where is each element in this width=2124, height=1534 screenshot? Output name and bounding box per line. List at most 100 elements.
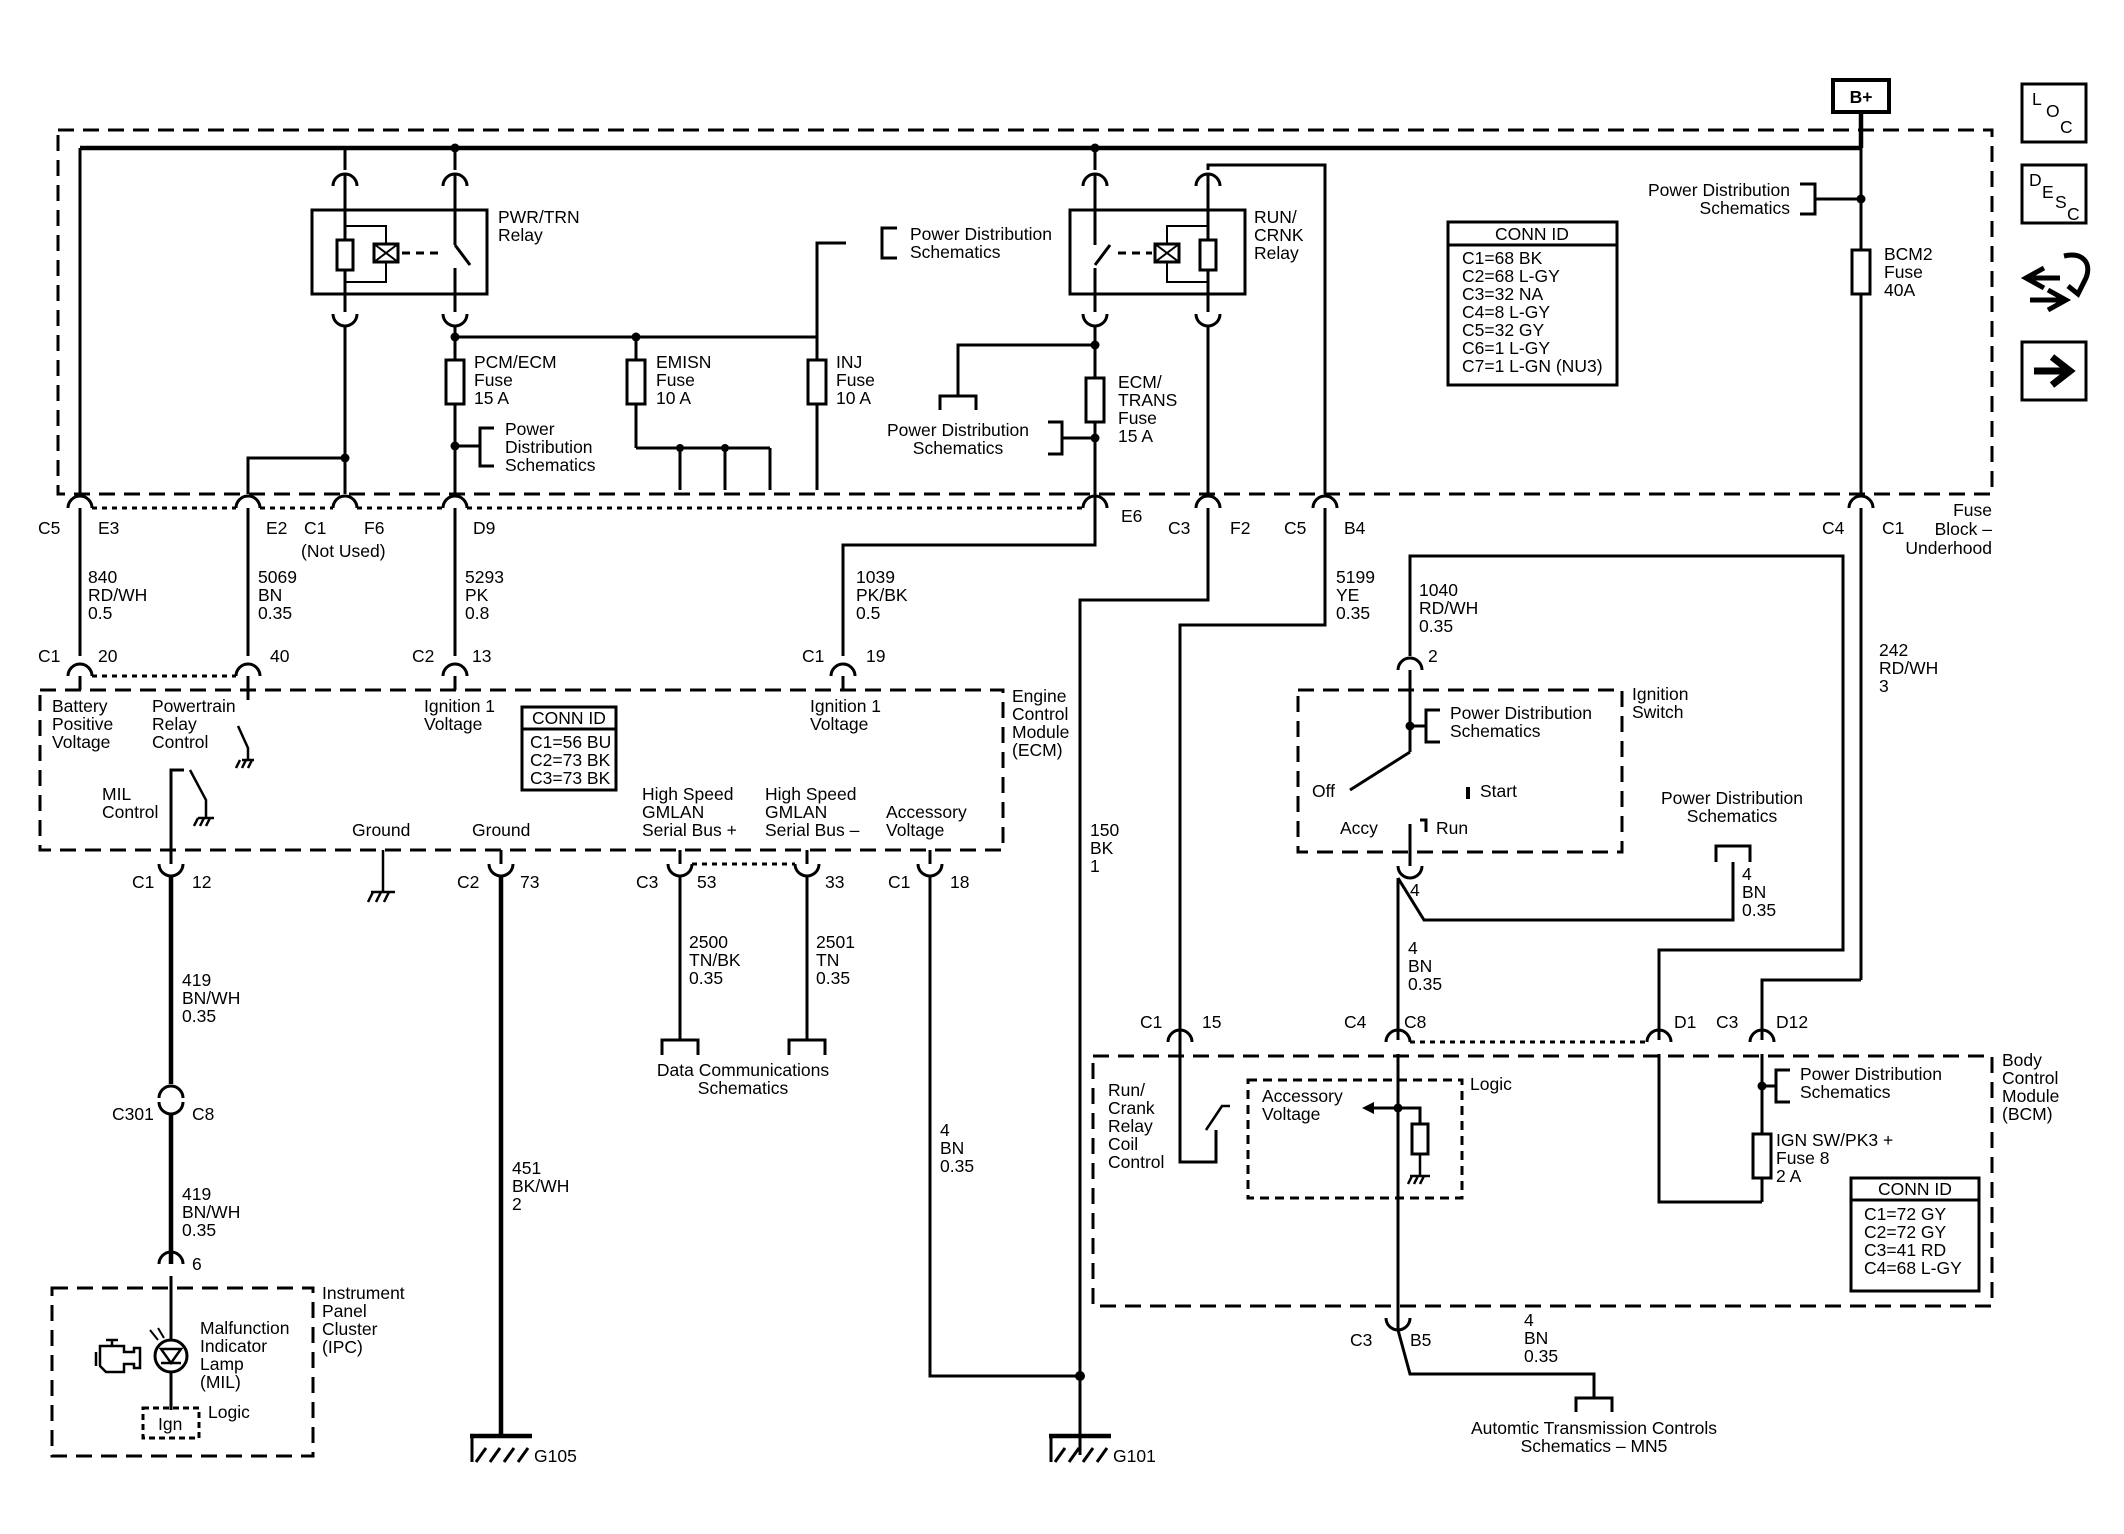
wire-2500-label: 2500 (689, 932, 728, 952)
next-page-button[interactable] (2020, 340, 2088, 402)
ecm-conn-id-box (520, 705, 618, 792)
wire-2500-label: TN/BK (689, 950, 741, 970)
conn-e6 (1081, 494, 1109, 509)
bcm-conn-label: C8 (1404, 1012, 1426, 1032)
pt-relay-label: Powertrain (152, 696, 236, 716)
pd-ref-1-wire (815, 241, 846, 337)
wire-451-label: BK/WH (512, 1176, 569, 1196)
wire-451-label: 451 (512, 1158, 541, 1178)
bcm-pulldown-feed (1398, 1106, 1422, 1124)
ign-run-contact (1420, 818, 1428, 832)
bcm-label: (BCM) (2002, 1104, 2053, 1124)
mil-driver-switch (188, 769, 214, 827)
lower-left-wiring: 419 BN/WH 0.35 C301 C8 419 BN/WH 0.35 45… (112, 876, 1085, 1436)
wire-4-trans-label: 4 (1524, 1310, 1534, 1330)
run-crnk-coil-wires (1166, 225, 1208, 283)
engine-icon (94, 1338, 142, 1374)
bcm-conn-id-row: C1=72 GY (1864, 1204, 1947, 1224)
ground-g101: G101 (1049, 1433, 1156, 1466)
pd-ref-3: Power Distribution (887, 420, 1029, 440)
bcm2-fuse-label: 40A (1884, 280, 1915, 300)
fuse-block-conn-id-row: C2=68 L-GY (1462, 266, 1560, 286)
harness-wires: 840 RD/WH 0.5 5069 BN 0.35 5293 PK 0.8 1… (78, 508, 1938, 1455)
ecm-conn-label: C1 (802, 646, 824, 666)
ign-pin-4 (1396, 865, 1424, 880)
run-crank-control-label: Crank (1108, 1098, 1155, 1118)
bcm-conn-id-box (1849, 1176, 1981, 1293)
connector-end-view-button[interactable] (2020, 252, 2091, 313)
wire-419-label: 419 (182, 970, 211, 990)
bcm-conn-label: C3 (1716, 1012, 1738, 1032)
bcm-conn-label: C1 (1140, 1012, 1162, 1032)
c301-label: C8 (192, 1104, 214, 1124)
conn-label: C4 (1822, 518, 1845, 538)
pwr-trn-relay-box (310, 208, 489, 296)
ign-off-label: Off (1312, 781, 1335, 801)
g101-splice (1075, 1371, 1085, 1381)
nav-icon-panel: L O C D E S C (2020, 82, 2091, 402)
accessory-voltage-label: Voltage (886, 820, 944, 840)
conn-label: E6 (1121, 506, 1142, 526)
wire-242-label: 242 (1879, 640, 1908, 660)
ipc-logic-box (141, 1406, 201, 1440)
ecm-label: Control (1012, 704, 1068, 724)
loc-nav-button[interactable]: L O C (2020, 82, 2088, 144)
pcm-ecm-fuse-label: 15 A (474, 388, 509, 408)
data-comm-ref: Data Communications (657, 1060, 829, 1080)
bcm-module: C1 15 C4 C8 D1 C3 D12 Body Control Modul… (1091, 1012, 2059, 1456)
bcm-conn-label: D1 (1674, 1012, 1696, 1032)
ipc-module: 6 Instrument Panel Cluster (IPC) Malfunc… (50, 1250, 405, 1458)
ign-start-label: Start (1480, 781, 1517, 801)
wire-1040-loop (1408, 554, 1845, 1040)
c301-top (157, 1084, 185, 1099)
bcm-pin-d12 (1748, 1028, 1776, 1043)
not-used-label: (Not Used) (301, 541, 386, 561)
bcm-label: Control (2002, 1068, 2058, 1088)
wire-840-label: RD/WH (88, 585, 147, 605)
mil-driver-wire (169, 768, 184, 850)
ecm-conn-id-row: C3=73 BK (530, 768, 611, 788)
wire-5199-label: 0.35 (1336, 603, 1370, 623)
ecm-conn-label: C2 (457, 872, 479, 892)
engine-icon-shape (94, 1338, 142, 1374)
ign-accy-label: Accy (1340, 818, 1378, 838)
ecm-conn-label: C1 (38, 646, 60, 666)
wire-1039-label: 1039 (856, 567, 895, 587)
ign1-voltage-label: Ignition 1 (810, 696, 881, 716)
wire-4-trans (1396, 1329, 1596, 1398)
ipc-label: (IPC) (322, 1337, 363, 1357)
bcm-pin-d1 (1645, 1028, 1673, 1043)
gmlan-pos-label: High Speed (642, 784, 733, 804)
ecm-conn-label: 73 (520, 872, 539, 892)
desc-nav-button[interactable]: D E S C (2020, 163, 2088, 225)
fuse-block-conn-id-row: C1=68 BK (1462, 248, 1543, 268)
wire-150 (1078, 508, 1210, 1455)
ecm-internal-ground (366, 850, 395, 903)
wire-1040-label: 0.35 (1419, 616, 1453, 636)
fuse-labels: PCM/ECM Fuse 15 A EMISN Fuse 10 A INJ Fu… (474, 244, 1933, 446)
ecm-pin-19 (829, 662, 857, 677)
battery-voltage-label: Voltage (52, 732, 110, 752)
ecm-conn-label: 19 (866, 646, 885, 666)
inj-fuse-label: INJ (836, 352, 862, 372)
ign-start-contact (1466, 787, 1470, 799)
pd-ref-5: Schematics (1700, 198, 1791, 218)
ign-to-pd (1396, 862, 1735, 922)
conn-label: C1 (1882, 518, 1904, 538)
wire-5199-to-bcm (1178, 508, 1327, 1066)
conn-d9 (441, 494, 469, 509)
pd-ref-3: Schematics (913, 438, 1004, 458)
run-crnk-coil-to-b4 (1206, 163, 1327, 494)
wire-2500-label: 0.35 (689, 968, 723, 988)
ign-pin-label: 4 (1410, 880, 1420, 900)
pwr-trn-pin-4 (441, 313, 469, 328)
wire-150-label: 150 (1090, 820, 1119, 840)
ecm-label: Engine (1012, 686, 1067, 706)
wire-4-acc-label: BN (940, 1138, 964, 1158)
ecm-conn-label: 18 (950, 872, 969, 892)
emisn-fuse-label: 10 A (656, 388, 691, 408)
ecm-pin-12 (157, 863, 185, 878)
bcm-pin-15 (1166, 1028, 1194, 1043)
conn-label: E2 (266, 518, 287, 538)
loc-icon (2020, 82, 2088, 144)
